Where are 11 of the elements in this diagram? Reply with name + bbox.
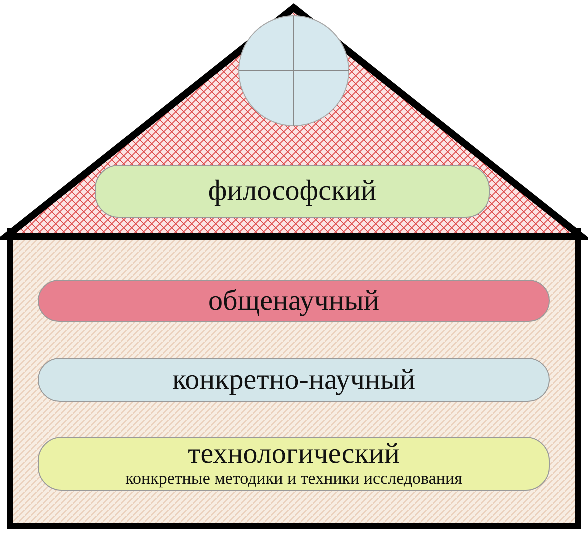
level-label: технологический: [188, 439, 400, 470]
level-label: общенаучный: [208, 286, 380, 316]
level-label: конкретно-научный: [172, 364, 416, 396]
rounded-band: [95, 165, 490, 218]
rounded-band: [38, 358, 550, 402]
house-wall: [7, 228, 581, 529]
rounded-band: [38, 280, 550, 322]
rounded-band: [38, 437, 550, 491]
round-window: [238, 15, 350, 127]
level-description: конкретные методики и техники исследования: [126, 470, 462, 489]
level-label: философский: [208, 176, 377, 207]
